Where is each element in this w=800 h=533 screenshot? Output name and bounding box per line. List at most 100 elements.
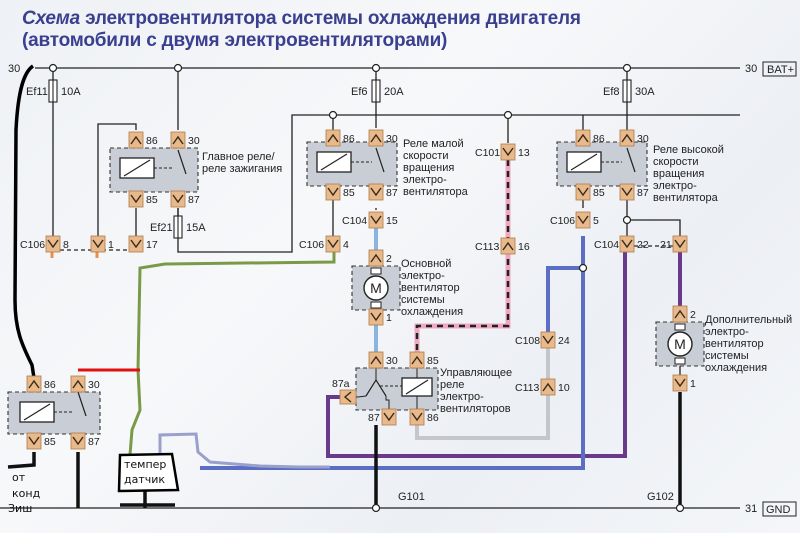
svg-text:вентилятора: вентилятора <box>403 186 469 198</box>
connector-pin-icon <box>368 308 384 326</box>
junction-dots <box>48 63 685 513</box>
motor-icon <box>363 275 389 301</box>
svg-text:22: 22 <box>637 239 649 251</box>
pin-label: 30 <box>88 379 100 391</box>
pin-label: 85 <box>44 436 56 448</box>
pin-label: 30 <box>188 135 200 147</box>
connector-pin-icon <box>128 190 144 208</box>
svg-text:C113: C113 <box>475 241 499 253</box>
wire-added-85 <box>7 452 36 469</box>
pin-label: 87 <box>386 187 398 199</box>
pin-label: 87 <box>88 436 100 448</box>
pin-label: 87 <box>188 194 200 206</box>
svg-text:реле: реле <box>440 379 464 391</box>
connector-pin-icon <box>409 408 425 426</box>
svg-text:Основной: Основной <box>401 258 451 270</box>
fuse-ef8-id: Ef8 <box>603 86 620 98</box>
relay-switch-icon <box>77 391 87 417</box>
connector-pin-icon <box>368 183 384 201</box>
connector-pin-icon <box>672 305 688 323</box>
svg-text:8: 8 <box>63 239 69 251</box>
rail-30-right-label: 30 <box>745 63 757 75</box>
svg-text:C106: C106 <box>20 239 45 251</box>
connector-pin-icon <box>26 375 42 393</box>
wire-purple <box>326 246 627 458</box>
svg-text:Реле высокой: Реле высокой <box>653 144 724 156</box>
pin-label: 1 <box>386 312 392 324</box>
connector-pin-icon <box>368 129 384 147</box>
inline-connectors: C106 8 1 17 C106 4 C104 15 C101 13 C113 … <box>20 143 688 396</box>
rail-31-label: 31 <box>745 503 757 515</box>
pin-label: 86 <box>146 135 158 147</box>
svg-text:Управляющее: Управляющее <box>440 367 512 379</box>
relay-main <box>109 147 199 193</box>
connector-pin-icon <box>575 129 591 147</box>
pin-label: 1 <box>690 378 696 390</box>
label-high-relay: Реле высокой скорости вращения электро- … <box>653 144 724 204</box>
fuse-ef6-rating: 20A <box>384 86 404 98</box>
bat-badge: BAT+ <box>767 64 794 76</box>
pin-label: 85 <box>593 187 605 199</box>
motor-icon <box>667 331 693 357</box>
connector-pin-icon <box>325 183 341 201</box>
fuse-ef8-rating: 30A <box>635 86 655 98</box>
svg-text:электро-: электро- <box>440 391 484 403</box>
ground-g101-label: G101 <box>398 491 425 503</box>
svg-text:скорости: скорости <box>653 156 698 168</box>
gnd-badge-frame <box>762 501 797 517</box>
svg-text:5: 5 <box>593 215 599 227</box>
title-line2: (автомобили с двумя электровентиляторами… <box>22 30 448 51</box>
pin-label: 86 <box>427 412 439 424</box>
connector-pin-icon <box>619 183 635 201</box>
relay-switch-icon <box>375 147 385 173</box>
pin-label: 85 <box>343 187 355 199</box>
wire-handdrawn-black <box>13 64 36 379</box>
svg-text:Реле малой: Реле малой <box>403 138 464 150</box>
svg-text:вращения: вращения <box>403 162 454 174</box>
fuse-ef21-rating: 15A <box>186 222 206 234</box>
relay-control <box>350 367 439 411</box>
svg-text:16: 16 <box>518 241 530 253</box>
svg-text:C104: C104 <box>342 215 367 227</box>
label-main-motor: Основной электро- вентилятор системы охл… <box>401 258 463 318</box>
sensor-label-line2: датчик <box>124 473 165 486</box>
svg-text:конд: конд <box>12 487 41 500</box>
diagram-title: Схема электровентилятора системы охлажде… <box>22 8 581 52</box>
connector-pin-icon <box>381 408 397 426</box>
connector-pin-icon <box>672 374 688 392</box>
pin-label: 30 <box>386 355 398 367</box>
pin-label: 87a <box>332 378 350 390</box>
note-from-ac: от конд Зиш <box>8 471 41 515</box>
pin-label: 30 <box>637 133 649 145</box>
svg-text:13: 13 <box>518 147 530 159</box>
temperature-sensor: темпер датчик <box>117 452 180 493</box>
pin-label: 87 <box>368 412 380 424</box>
connector-pin-icon <box>409 351 425 369</box>
svg-text:системы: системы <box>401 294 445 306</box>
svg-text:Зиш: Зиш <box>8 502 32 515</box>
svg-text:электро-: электро- <box>403 174 447 186</box>
fuse-ef11-id: Ef11 <box>26 86 48 98</box>
pin-label: 86 <box>343 133 355 145</box>
title-emphasis: Схема <box>22 8 81 29</box>
connector-pin-icon <box>70 432 86 450</box>
svg-text:C108: C108 <box>515 335 540 347</box>
svg-text:C104: C104 <box>594 239 619 251</box>
pin-label: 85 <box>146 194 158 206</box>
label-aux-motor: Дополнительный электро- вентилятор систе… <box>705 314 792 374</box>
bat-badge-frame <box>762 61 797 77</box>
pin-label: 86 <box>44 379 56 391</box>
sensor-label-line1: темпер <box>124 458 166 471</box>
svg-text:реле зажигания: реле зажигания <box>202 163 282 175</box>
svg-text:от: от <box>12 471 26 484</box>
svg-text:1: 1 <box>108 239 114 251</box>
svg-text:вентиляторов: вентиляторов <box>440 403 511 415</box>
motor-symbol: M <box>674 336 686 352</box>
label-control-relay: Управляющее реле электро- вентиляторов <box>440 367 512 415</box>
svg-text:вентилятор: вентилятор <box>705 338 764 350</box>
label-main-relay: Главное реле/ реле зажигания <box>202 151 282 175</box>
pin-label: 86 <box>593 133 605 145</box>
wire-blue <box>200 236 585 470</box>
fuse-ef6-id: Ef6 <box>351 86 368 98</box>
relay-switch-icon <box>177 149 187 175</box>
